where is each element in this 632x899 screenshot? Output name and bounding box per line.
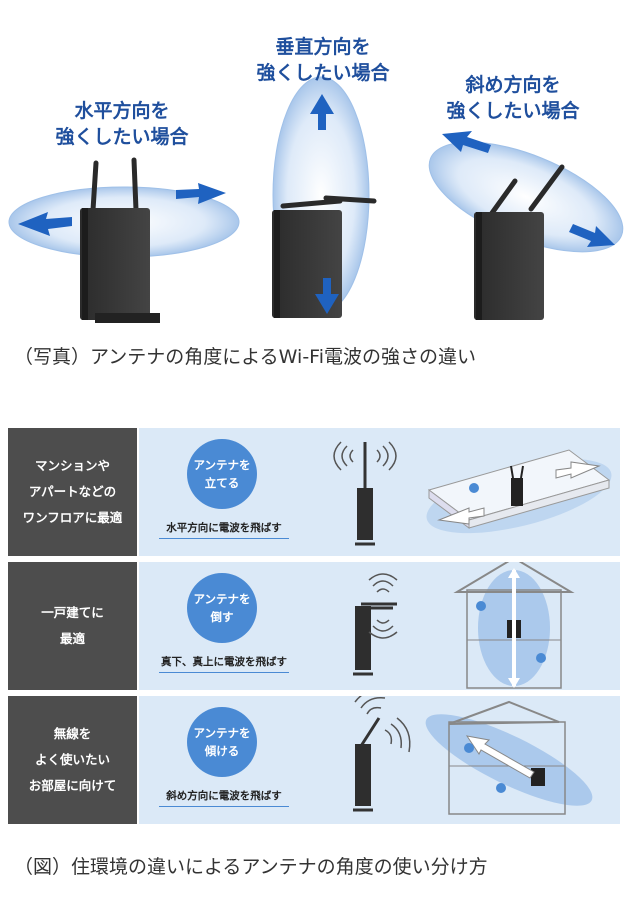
antenna-photo: 水平方向を 強くしたい場合 垂直方向を 強くしたい場合 斜め方向を 強くしたい場… [0,0,632,330]
house-illustration [453,562,575,689]
label-diagonal: 斜め方向を 強くしたい場合 [446,74,580,122]
antenna-action-bubble: アンテナを 倒す [187,573,257,643]
signal-direction-text: 斜め方向に電波を飛ばす [159,788,289,807]
diagram-caption: （図）住環境の違いによるアンテナの角度の使い分け方 [14,856,488,878]
row-housing-label: マンションや アパートなどの ワンフロアに最適 [8,428,137,556]
antenna-photo-illustration [8,76,624,323]
signal-direction-text: 水平方向に電波を飛ばす [159,520,289,539]
row-content: アンテナを 傾ける 斜め方向に電波を飛ばす [139,696,620,824]
table-row: 無線を よく使いたい お部屋に向けて アンテナを 傾ける 斜め方向に電波を飛ばす [8,696,620,824]
photo-caption: （写真）アンテナの角度によるWi-Fi電波の強さの違い [14,346,477,368]
row-housing-label: 一戸建てに 最適 [8,562,137,690]
router-vertical [272,76,377,318]
label-vertical: 垂直方向を 強くしたい場合 [256,36,390,84]
antenna-usage-table: マンションや アパートなどの ワンフロアに最適 アンテナを 立てる 水平方向に電… [8,428,620,826]
table-row: マンションや アパートなどの ワンフロアに最適 アンテナを 立てる 水平方向に電… [8,428,620,556]
room-illustration [425,700,593,815]
router-upright-illustration [333,441,612,546]
antenna-action-bubble: アンテナを 傾ける [187,707,257,777]
antenna-action-bubble: アンテナを 立てる [187,439,257,509]
label-horizontal: 水平方向を 強くしたい場合 [55,100,189,148]
apartment-illustration [426,449,612,534]
router-horizontal [8,157,240,323]
row-housing-label: 無線を よく使いたい お部屋に向けて [8,696,137,824]
router-horizontal-antenna-illustration [353,562,575,689]
table-row: 一戸建てに 最適 アンテナを 倒す 真下、真上に電波を飛ばす [8,562,620,690]
row-content: アンテナを 倒す 真下、真上に電波を飛ばす [139,562,620,690]
row-content: アンテナを 立てる 水平方向に電波を飛ばす [139,428,620,556]
router-tilted-antenna-illustration [353,696,593,815]
router-diagonal [428,131,624,320]
signal-direction-text: 真下、真上に電波を飛ばす [159,654,289,673]
